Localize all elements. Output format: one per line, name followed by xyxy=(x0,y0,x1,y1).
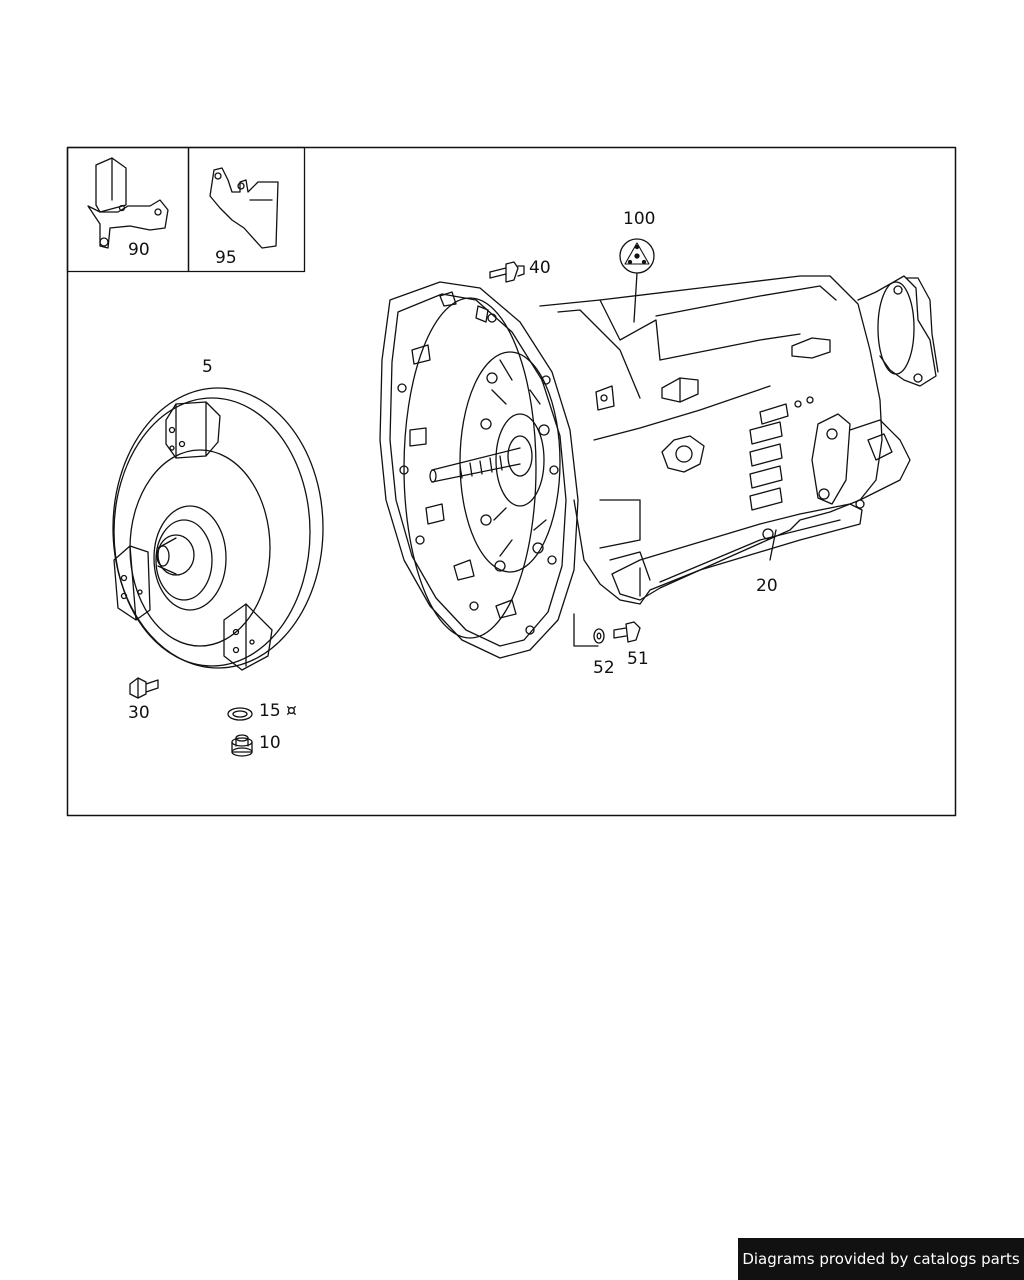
transmission-drawing xyxy=(379,275,939,659)
plug-10-drawing xyxy=(231,734,253,757)
callout-51: 51 xyxy=(627,649,649,669)
credit-text: Diagrams provided by catalogs parts xyxy=(742,1250,1020,1268)
torque-converter-drawing xyxy=(112,387,324,671)
callout-15: 15 ¤ xyxy=(259,701,297,721)
bracket-95-drawing xyxy=(209,167,279,249)
callout-90: 90 xyxy=(128,240,150,260)
washer-bolt-52-51-drawing xyxy=(573,613,641,647)
credit-banner: Diagrams provided by catalogs parts xyxy=(738,1238,1024,1280)
callout-40: 40 xyxy=(529,258,551,278)
callout-52: 52 xyxy=(593,658,615,678)
inset-box-95 xyxy=(187,146,306,273)
callout-95: 95 xyxy=(215,248,237,268)
plate-100-drawing xyxy=(619,238,655,323)
bracket-90-drawing xyxy=(87,157,169,249)
callout-100: 100 xyxy=(623,209,655,229)
callout-10: 10 xyxy=(259,733,281,753)
seal-ring-15-drawing xyxy=(227,707,253,721)
diagram-frame xyxy=(66,146,957,817)
callout-20: 20 xyxy=(756,576,778,596)
callout-30: 30 xyxy=(128,703,150,723)
bolt-40-drawing xyxy=(489,261,525,283)
callout-5: 5 xyxy=(202,357,213,377)
bolt-30-drawing xyxy=(129,677,159,699)
